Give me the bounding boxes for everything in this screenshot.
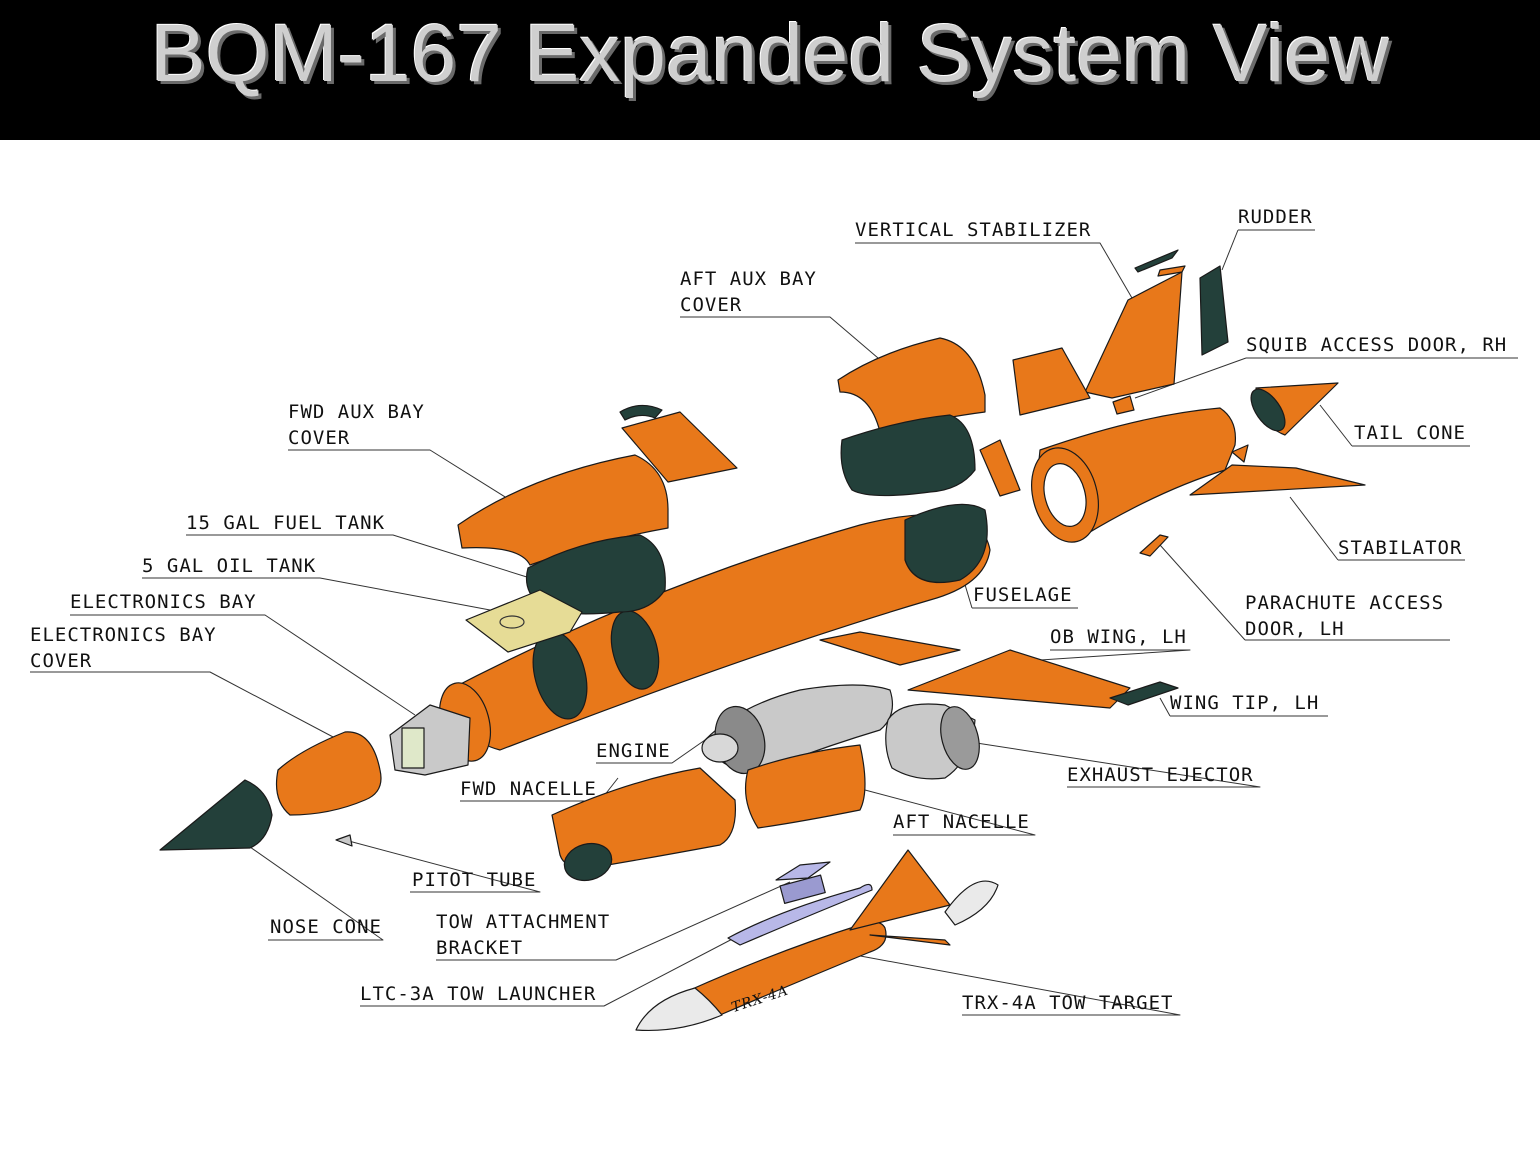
label-aft-nacelle: AFT NACELLE [893, 811, 1030, 833]
fwd-aux-bay-cover-tip [619, 404, 663, 421]
label-rudder: RUDDER [1238, 206, 1313, 228]
label-electronics-bay-cover-1: ELECTRONICS BAY [30, 624, 217, 646]
rudder [1199, 265, 1229, 356]
label-electronics-bay: ELECTRONICS BAY [70, 591, 257, 613]
label-exhaust-ejector: EXHAUST EJECTOR [1067, 764, 1254, 786]
label-nose-cone: NOSE CONE [270, 916, 382, 938]
parachute-access-door [1139, 534, 1169, 557]
fuselage-section [904, 503, 988, 584]
label-aft-aux-bay-cover-1: AFT AUX BAY [680, 268, 817, 290]
tow-target-nose [635, 987, 723, 1031]
label-tow-target: TRX-4A TOW TARGET [962, 992, 1173, 1014]
tow-attachment-bracket [775, 861, 831, 881]
electronics-bay-cover [275, 731, 382, 816]
label-vertical-stabilizer: VERTICAL STABILIZER [855, 219, 1091, 241]
inboard-wing [819, 631, 961, 666]
squib-access-door [1112, 395, 1135, 415]
rudder-tip [1134, 249, 1179, 273]
label-parachute-access-door-1: PARACHUTE ACCESS [1245, 592, 1444, 614]
label-tow-attachment-bracket-2: BRACKET [436, 937, 523, 959]
label-electronics-bay-cover-2: COVER [30, 650, 92, 672]
page-title: BQM-167 Expanded System View [150, 8, 1390, 99]
tow-launcher [727, 883, 873, 946]
tow-target-fins [849, 849, 951, 946]
aft-nacelle [745, 744, 866, 829]
title-bar: BQM-167 Expanded System View [0, 0, 1540, 140]
aft-aux-bay-cover [837, 337, 986, 433]
label-fwd-aux-bay-cover-1: FWD AUX BAY [288, 401, 425, 423]
aft-panel [979, 439, 1021, 497]
label-squib-access-door: SQUIB ACCESS DOOR, RH [1246, 334, 1507, 356]
pitot-tube [335, 834, 353, 847]
nose-cone [159, 779, 273, 851]
label-tail-cone: TAIL CONE [1354, 422, 1466, 444]
label-parachute-access-door-2: DOOR, LH [1245, 618, 1345, 640]
label-fuel-tank: 15 GAL FUEL TANK [186, 512, 385, 534]
label-fwd-aux-bay-cover-2: COVER [288, 427, 350, 449]
label-engine: ENGINE [596, 740, 671, 762]
ob-wing [907, 649, 1131, 709]
stabilator [1189, 464, 1366, 496]
label-fuselage: FUSELAGE [973, 584, 1073, 606]
label-fwd-nacelle: FWD NACELLE [460, 778, 597, 800]
stabilator-panel [1231, 444, 1249, 463]
label-tow-attachment-bracket-1: TOW ATTACHMENT [436, 911, 610, 933]
label-wing-tip: WING TIP, LH [1170, 692, 1319, 714]
wing-tip [1109, 681, 1179, 706]
label-tow-launcher: LTC-3A TOW LAUNCHER [360, 983, 596, 1005]
label-oil-tank: 5 GAL OIL TANK [142, 555, 316, 577]
tow-target-body [689, 921, 887, 1016]
fwd-aux-bay-cover-fin [621, 411, 738, 483]
vertical-stabilizer [1084, 271, 1183, 399]
vertical-stabilizer-root [1012, 347, 1091, 416]
tow-target-tail [944, 880, 999, 926]
label-aft-aux-bay-cover-2: COVER [680, 294, 742, 316]
label-pitot-tube: PITOT TUBE [412, 869, 536, 891]
aft-tank [840, 414, 976, 497]
label-ob-wing: OB WING, LH [1050, 626, 1187, 648]
label-stabilator: STABILATOR [1338, 537, 1462, 559]
